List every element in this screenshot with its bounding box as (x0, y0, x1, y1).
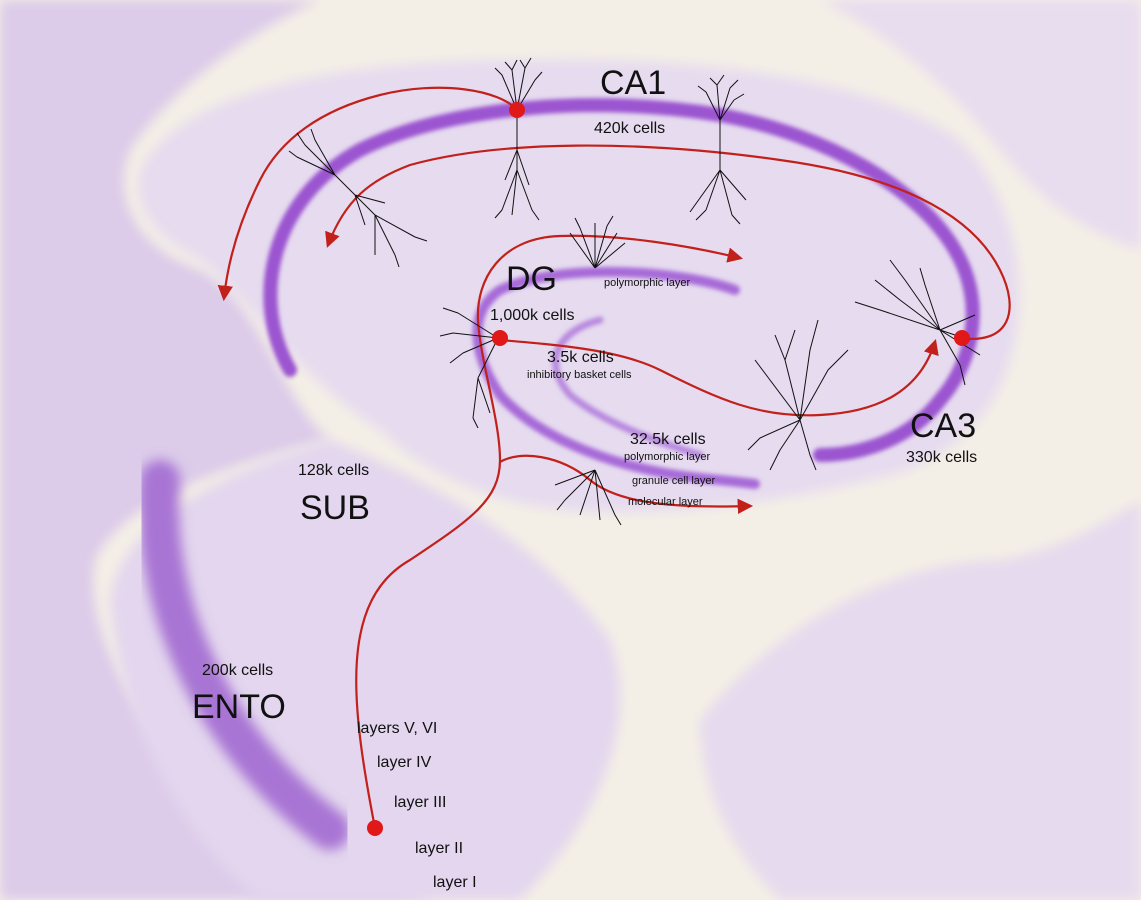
hippocampus-tissue (138, 59, 1020, 513)
tissue-right-top (820, 0, 1141, 250)
dg-basket-neuron (439, 307, 499, 429)
label-dg: DG (506, 260, 557, 298)
tissue-right-bottom (700, 500, 1141, 900)
dg-inner-band (552, 316, 704, 459)
label-ento-layer-2: layer II (415, 840, 463, 857)
perforant-path-lower-arrow (499, 454, 754, 515)
node-ento (367, 820, 383, 836)
node-ca3 (954, 330, 970, 346)
ca1-neuron-1 (494, 57, 543, 221)
label-ca3: CA3 (910, 407, 976, 445)
label-polymorphic-top: polymorphic layer (604, 277, 691, 289)
label-granule-layer: granule cell layer (632, 475, 715, 487)
label-ento-layer-4: layer IV (377, 754, 432, 771)
dg-polymorphic-neuron-top (569, 215, 626, 269)
label-lower-count: 32.5k cells (630, 431, 706, 448)
dg-granule-band (472, 266, 760, 489)
node-dg (492, 330, 508, 346)
ca-pyramidal-band (263, 98, 980, 462)
mossy-fiber-arrow (499, 338, 939, 417)
label-ento-layer-5-6: layers V, VI (357, 720, 437, 737)
pathway-nodes (367, 102, 970, 836)
ca1-neuron-2 (689, 74, 747, 225)
label-sub-cells: 128k cells (298, 462, 369, 479)
label-dg-cells: 1,000k cells (490, 307, 575, 324)
tissue-lower (110, 440, 620, 900)
label-ento-layer-3: layer III (394, 794, 446, 811)
ca3-neuron-1 (747, 319, 849, 471)
label-ento: ENTO (192, 688, 286, 726)
node-ca1 (509, 102, 525, 118)
ento-cortex-band (139, 460, 350, 850)
label-ca1-cells: 420k cells (594, 120, 665, 137)
label-basket-cells: inhibitory basket cells (527, 369, 632, 381)
neuron-sketches (288, 57, 981, 526)
ca1-neuron-3 (288, 128, 428, 268)
label-molecular-layer: molecular layer (628, 496, 703, 508)
labels: CA1 420k cells DG 1,000k cells polymorph… (192, 64, 977, 891)
label-ento-layer-1: layer I (433, 874, 477, 891)
label-polymorphic-bottom: polymorphic layer (624, 451, 711, 463)
label-basket-count: 3.5k cells (547, 349, 614, 366)
schaffer-collateral-arrow (325, 144, 1011, 340)
dg-granule-neuron-bottom (554, 469, 622, 526)
ca1-output-arrow (217, 86, 518, 302)
pathway-arrows (217, 86, 1011, 829)
label-ento-cells: 200k cells (202, 662, 273, 679)
label-ca3-cells: 330k cells (906, 449, 977, 466)
label-ca1: CA1 (600, 64, 666, 102)
label-sub: SUB (300, 489, 370, 527)
perforant-path-arrow (355, 234, 743, 829)
cortex-tissue-left (0, 0, 440, 900)
